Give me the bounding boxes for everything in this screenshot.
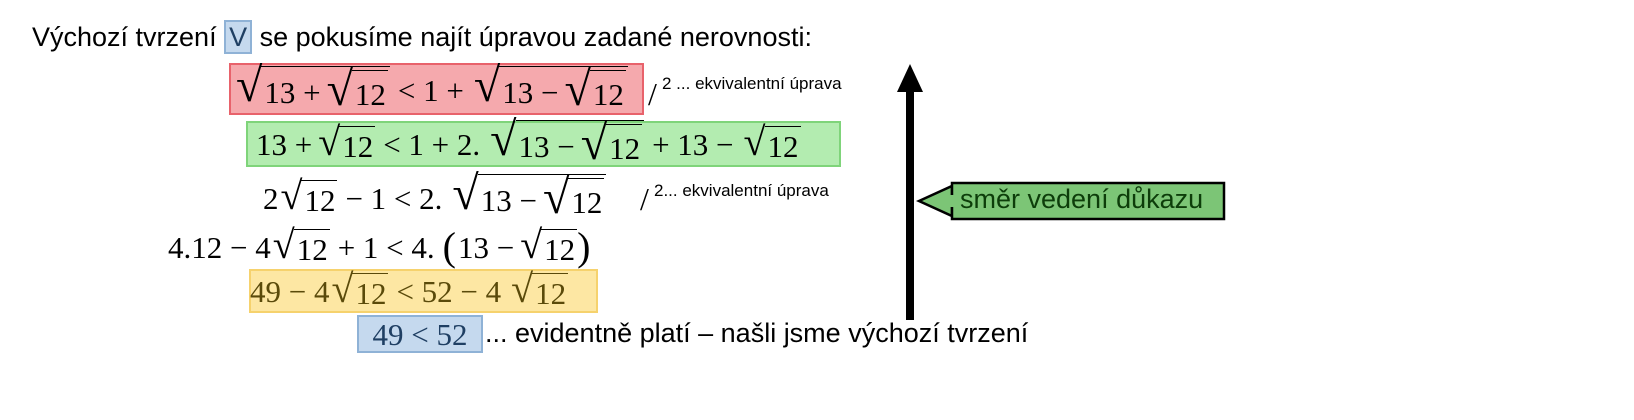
proof-direction-arrow bbox=[897, 64, 923, 320]
line2-term7: 12 bbox=[764, 126, 801, 162]
intro-highlight-v: V bbox=[224, 20, 253, 54]
sqrt-symbol: √12 bbox=[326, 63, 388, 117]
sqrt-symbol: √ 13 − √12 bbox=[474, 62, 628, 117]
line3-slash: / bbox=[640, 181, 649, 217]
line2-term4: 13 − bbox=[518, 128, 575, 164]
line5-term3: < 52 − 4 bbox=[396, 273, 502, 309]
close-paren: ) bbox=[577, 224, 591, 269]
sqrt-symbol: √12 bbox=[280, 173, 338, 218]
sqrt-symbol: √12 bbox=[580, 117, 643, 171]
line5-expression: 49 − 4 √12 < 52 − 4 √12 bbox=[250, 266, 569, 311]
line3-term1: 2 bbox=[263, 180, 279, 216]
line1-term1: 13 + bbox=[264, 74, 321, 110]
sqrt-symbol: √12 bbox=[520, 222, 578, 267]
intro-text-after: se pokusíme najít úpravou zadané nerovno… bbox=[259, 22, 812, 52]
line5-term2: 12 bbox=[352, 273, 389, 309]
line1-slash: / bbox=[648, 76, 657, 112]
line4-term4: 13 − bbox=[457, 229, 515, 265]
sqrt-symbol: √ 13 + √12 bbox=[236, 62, 390, 117]
arrow-head bbox=[897, 64, 923, 92]
callout-shape bbox=[915, 181, 1226, 221]
line1-note: 2 ... ekvivalentní úprava bbox=[662, 74, 842, 93]
line5-highlight bbox=[249, 269, 598, 313]
line4-expression: 4.12 − 4 √12 + 1 < 4. ( 13 − √12 ) bbox=[168, 225, 591, 269]
line1-term4: 13 − bbox=[502, 74, 559, 110]
line1-term3: < 1 + bbox=[397, 72, 464, 108]
sqrt-symbol: √ 13 − √12 bbox=[452, 170, 607, 225]
line4-term1: 4.12 − 4 bbox=[168, 229, 271, 265]
line4-term2: 12 bbox=[293, 229, 330, 265]
line2-expression: 13 + √12 < 1 + 2. √ 13 − √12 + 13 − √12 bbox=[256, 116, 801, 168]
sqrt-symbol: √ 13 − √12 bbox=[490, 116, 645, 171]
line3-term3: − 1 < 2. bbox=[345, 180, 443, 216]
line2-term5: 12 bbox=[606, 124, 643, 167]
line3-term4: 13 − bbox=[480, 182, 537, 218]
line4-term3: + 1 < 4. bbox=[337, 229, 435, 265]
line2-term2: 12 bbox=[339, 126, 376, 162]
sqrt-symbol: √12 bbox=[511, 266, 569, 311]
line2-term6: + 13 − bbox=[652, 126, 734, 162]
intro-text-before: Výchozí tvrzení bbox=[32, 22, 217, 52]
sqrt-symbol: √12 bbox=[543, 171, 605, 225]
direction-callout: směr vedení důkazu bbox=[914, 181, 1234, 226]
sqrt-symbol: √12 bbox=[331, 266, 389, 311]
sqrt-symbol: √12 bbox=[318, 119, 376, 164]
open-paren: ( bbox=[442, 224, 456, 269]
intro-line: Výchozí tvrzení V se pokusíme najít úpra… bbox=[32, 20, 812, 54]
line6-math: 49 < 52 bbox=[372, 316, 468, 352]
callout-label: směr vedení důkazu bbox=[960, 184, 1204, 214]
line5-term4: 12 bbox=[532, 273, 569, 309]
line6-text: ... evidentně platí – našli jsme výchozí… bbox=[485, 318, 1029, 348]
line1-highlight bbox=[229, 63, 644, 115]
line1-term5: 12 bbox=[589, 70, 626, 113]
line1-expression: √ 13 + √12 < 1 + √ 13 − √12 bbox=[234, 62, 628, 117]
line5-term1: 49 − 4 bbox=[250, 273, 330, 309]
line4-term5: 12 bbox=[541, 229, 578, 265]
line3-term5: 12 bbox=[568, 178, 605, 221]
line2-term3: < 1 + 2. bbox=[383, 126, 481, 162]
line2-term1: 13 + bbox=[256, 126, 313, 162]
sqrt-symbol: √12 bbox=[564, 63, 626, 117]
line2-highlight bbox=[246, 121, 841, 167]
line3-expression: 2 √12 − 1 < 2. √ 13 − √12 bbox=[263, 170, 607, 225]
line1-term2: 12 bbox=[351, 70, 388, 113]
line6-highlight: 49 < 52 bbox=[357, 315, 483, 353]
callout-pointer bbox=[915, 184, 954, 218]
line3-term2: 12 bbox=[301, 180, 338, 216]
line3-note: 2... ekvivalentní úprava bbox=[654, 181, 829, 200]
sqrt-symbol: √12 bbox=[272, 222, 330, 267]
sqrt-symbol: √12 bbox=[743, 119, 801, 164]
